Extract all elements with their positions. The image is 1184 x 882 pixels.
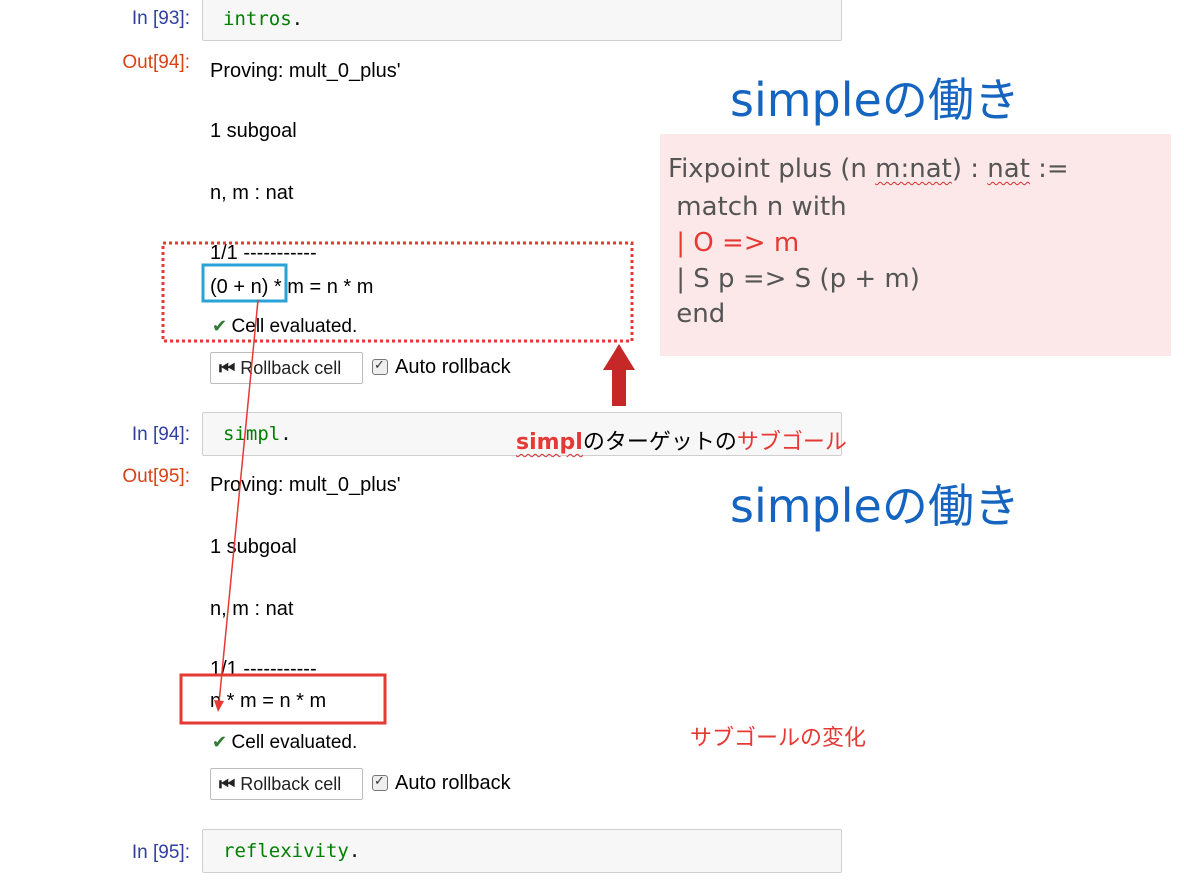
code-text: simpl. [223,423,292,445]
code-text: reflexivity. [223,840,361,862]
change-arrow-head [214,700,224,712]
code-text: intros. [223,8,304,30]
goal-line: (0 + n) * m = n * m [210,276,374,298]
slide-title: simpleの働き [730,73,1020,127]
skip-back-icon: ⏮ [219,774,236,794]
input-prompt: In [95]: [131,842,190,863]
result-goal-box [179,673,387,725]
change-arrow [218,299,259,704]
subgoal-count: 1 subgoal [210,120,297,142]
slide-title: simpleの働き [730,479,1020,533]
target-subgoal-label: simplのターゲットのサブゴール [516,430,847,455]
checkbox-icon [372,357,388,375]
code-input-cell[interactable]: simpl. [202,412,842,456]
auto-rollback-checkbox[interactable]: Auto rollback [372,356,511,379]
input-prompt: In [93]: [131,8,190,29]
check-icon: ✔ [212,732,228,752]
rollback-button[interactable]: ⏮ Rollback cell [210,768,363,800]
subgoal-count: 1 subgoal [210,536,297,558]
target-term-highlight [201,263,288,303]
skip-back-icon: ⏮ [219,358,236,378]
up-arrow-shaft [612,368,626,406]
code-line: Fixpoint plus (n m:nat) : nat := [668,154,1069,184]
subgoal-change-label: サブゴールの変化 [690,726,867,751]
goal-separator: 1/1 ----------- [210,242,317,264]
checkbox-icon [372,773,388,791]
check-icon: ✔ [212,316,228,336]
up-arrow-head [603,344,635,370]
rollback-button[interactable]: ⏮ Rollback cell [210,352,363,384]
proving-line: Proving: mult_0_plus' [210,60,401,82]
code-line: end [668,299,726,329]
goal-target-term: (0 + n) [210,276,269,298]
code-line: match n with [668,192,847,222]
code-line-highlighted: | O => m [668,228,800,258]
input-prompt: In [94]: [131,424,190,445]
context-line: n, m : nat [210,182,294,204]
context-line: n, m : nat [210,598,294,620]
fixpoint-definition-box: Fixpoint plus (n m:nat) : nat := match n… [660,134,1171,356]
code-line: | S p => S (p + m) [668,264,920,294]
auto-rollback-checkbox[interactable]: Auto rollback [372,772,511,795]
target-dotted-box [161,241,634,343]
proving-line: Proving: mult_0_plus' [210,474,401,496]
output-prompt: Out[95]: [122,466,190,487]
goal-line: n * m = n * m [210,690,327,712]
output-prompt: Out[94]: [122,52,190,73]
code-input-cell[interactable]: reflexivity. [202,829,842,873]
code-input-cell[interactable]: intros. [202,0,842,41]
evaluated-status: ✔ Cell evaluated. [212,316,358,337]
evaluated-status: ✔ Cell evaluated. [212,732,358,753]
